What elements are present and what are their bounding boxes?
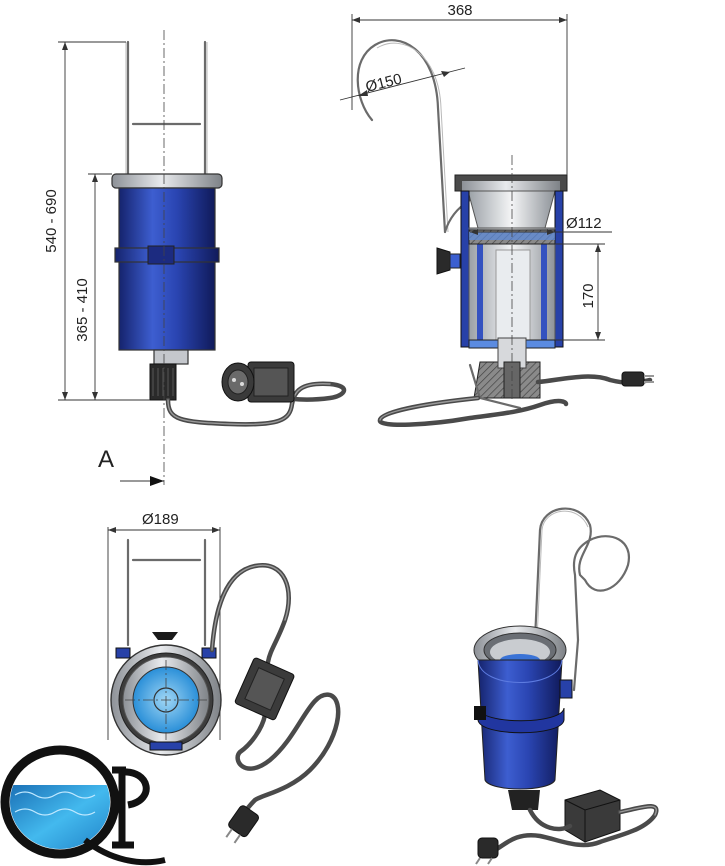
front-handle-rods [126, 40, 207, 177]
iso-clamp-band [477, 707, 565, 734]
dim-overall-width: 368 [447, 2, 472, 19]
front-rim [111, 173, 223, 189]
section-upper-liner [467, 190, 556, 229]
iso-transformer-box [564, 789, 621, 843]
dim-basket-height: 170 [580, 283, 597, 308]
section-view: 368 Ø150 Ø112 170 [339, 2, 654, 427]
isometric-view [473, 507, 659, 865]
dim-inner-diameter: Ø112 [566, 215, 602, 232]
top-handle-rods [126, 538, 207, 647]
top-plug [225, 805, 259, 844]
top-cable [209, 563, 291, 665]
dim-body-diameter: Ø189 [142, 511, 179, 528]
front-bottom-fitting [153, 349, 189, 365]
top-knob [152, 632, 178, 640]
logo-text: QP [0, 0, 2, 1]
section-arrow [150, 476, 164, 486]
section-knob [436, 247, 451, 275]
front-view: 540 - 690 365 - 410 A [43, 30, 347, 486]
section-hook-rod [356, 39, 447, 234]
section-plug [621, 371, 654, 387]
top-view: Ø189 [107, 511, 341, 844]
dim-total-height: 540 - 690 [43, 189, 60, 252]
dim-body-height: 365 - 410 [74, 278, 91, 341]
front-clamp-lock [147, 245, 175, 265]
section-left-wall [460, 190, 470, 348]
dim-hook-diameter: Ø150 [364, 71, 404, 96]
front-body [118, 187, 216, 351]
iso-plug [475, 837, 499, 865]
iso-handle-wire [533, 507, 631, 692]
section-label: A [98, 446, 114, 473]
iso-motor [508, 790, 540, 810]
top-transformer-box [234, 657, 295, 721]
section-right-wall [554, 190, 564, 348]
qp-logo: QP [0, 0, 166, 866]
front-plug [221, 362, 255, 402]
